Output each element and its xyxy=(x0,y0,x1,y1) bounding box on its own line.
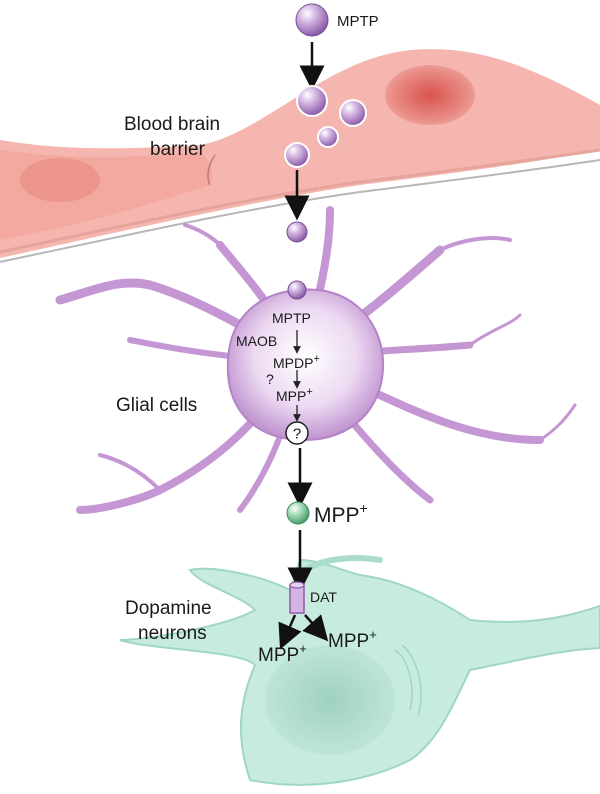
mptp-molecule xyxy=(296,85,328,117)
mptp-molecule xyxy=(286,221,308,243)
glial-cells-label: Glial cells xyxy=(116,395,197,416)
dopamine-neurons-label-line1: Dopamine xyxy=(125,598,212,619)
mptp-molecules xyxy=(284,3,367,300)
mpdp-label: MPDP+ xyxy=(273,353,320,371)
unknown-transporter-icon xyxy=(285,421,309,445)
dat-label: DAT xyxy=(310,589,337,605)
neuron-nucleus xyxy=(265,645,395,755)
unknown-enzyme-label: ? xyxy=(266,371,274,387)
dopamine-neuron xyxy=(119,555,600,786)
mptp-molecule xyxy=(339,99,367,127)
dat-transporter xyxy=(289,581,305,614)
pathway-arrows xyxy=(278,42,329,650)
mpp-molecule xyxy=(286,501,310,525)
glial-cell xyxy=(55,206,577,514)
mptp-molecule xyxy=(284,142,310,168)
mpp-inner-label: MPP+ xyxy=(276,386,313,404)
mptp-molecule xyxy=(317,126,339,148)
mptp-label: MPTP xyxy=(337,13,379,30)
mptp-molecule xyxy=(295,3,329,37)
mpp-left-label: MPP+ xyxy=(258,641,307,666)
mptp-inner-label: MPTP xyxy=(272,310,311,326)
bbb-label-line1: Blood brain xyxy=(124,114,220,135)
arrow-mpp-right xyxy=(302,614,329,642)
unknown-transporter-label: ? xyxy=(293,426,301,443)
mpp-released-label: MPP+ xyxy=(314,500,368,527)
mpp-right-label: MPP+ xyxy=(328,627,377,652)
mptp-molecule xyxy=(287,280,307,300)
bbb-label-line2: barrier xyxy=(150,139,206,160)
endothelial-nucleus xyxy=(385,65,475,125)
maob-enzyme-label: MAOB xyxy=(236,333,277,349)
dopamine-neurons-label-line2: neurons xyxy=(138,623,207,644)
arrow-mpp-left xyxy=(278,614,302,650)
